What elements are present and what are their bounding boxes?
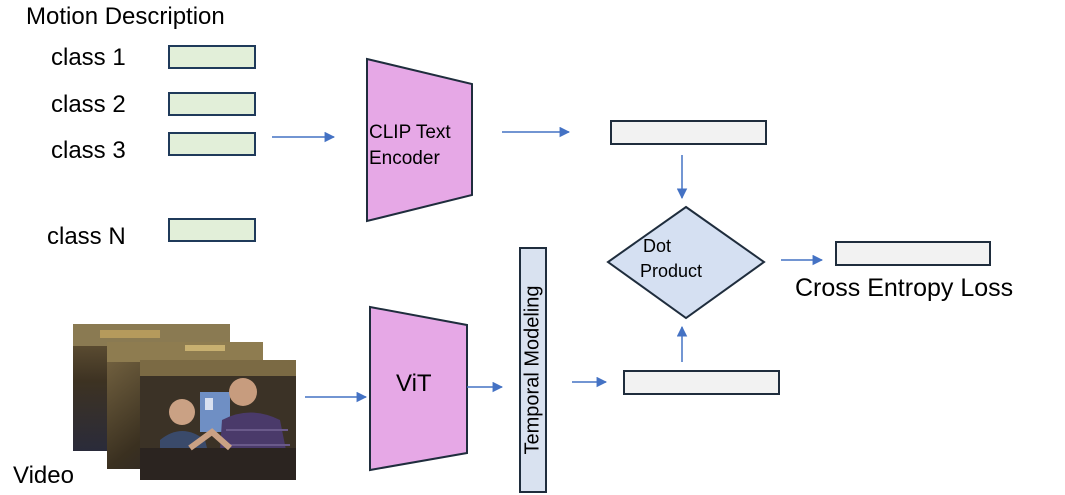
class-embedding-box-n (168, 218, 256, 242)
dot-product-line1: Dot (643, 236, 672, 256)
video-frames-image (73, 324, 296, 480)
class-label-3: class 3 (51, 137, 126, 164)
temporal-modeling-label: Temporal Modeling (521, 285, 544, 455)
class-embedding-box-3 (168, 132, 256, 156)
text-feature-vector (610, 120, 767, 145)
class-embedding-box-2 (168, 92, 256, 116)
video-feature-vector (623, 370, 780, 395)
dot-product-line2: Product (640, 261, 703, 282)
motion-description-title: Motion Description (26, 3, 225, 30)
video-label: Video (13, 462, 74, 489)
encoder-label-line1: CLIP Text (369, 122, 451, 143)
class-embedding-box-1 (168, 45, 256, 69)
encoder-label-line2: Encoder (369, 147, 440, 169)
temporal-modeling-bar (519, 247, 547, 493)
vit-label: ViT (396, 370, 432, 397)
dot-product-diamond (606, 205, 766, 320)
class-label-n: class N (47, 223, 126, 250)
dot-product-label: Dot Product (640, 234, 702, 284)
clip-text-encoder-shape (366, 57, 473, 223)
vit-encoder-shape (369, 305, 468, 472)
loss-vector-box (835, 241, 991, 266)
class-label-2: class 2 (51, 91, 126, 118)
class-label-1: class 1 (51, 44, 126, 71)
video-frame-front (140, 360, 296, 480)
clip-text-encoder-label: CLIP Text Encoder (369, 120, 451, 171)
cross-entropy-loss-label: Cross Entropy Loss (795, 274, 1014, 302)
